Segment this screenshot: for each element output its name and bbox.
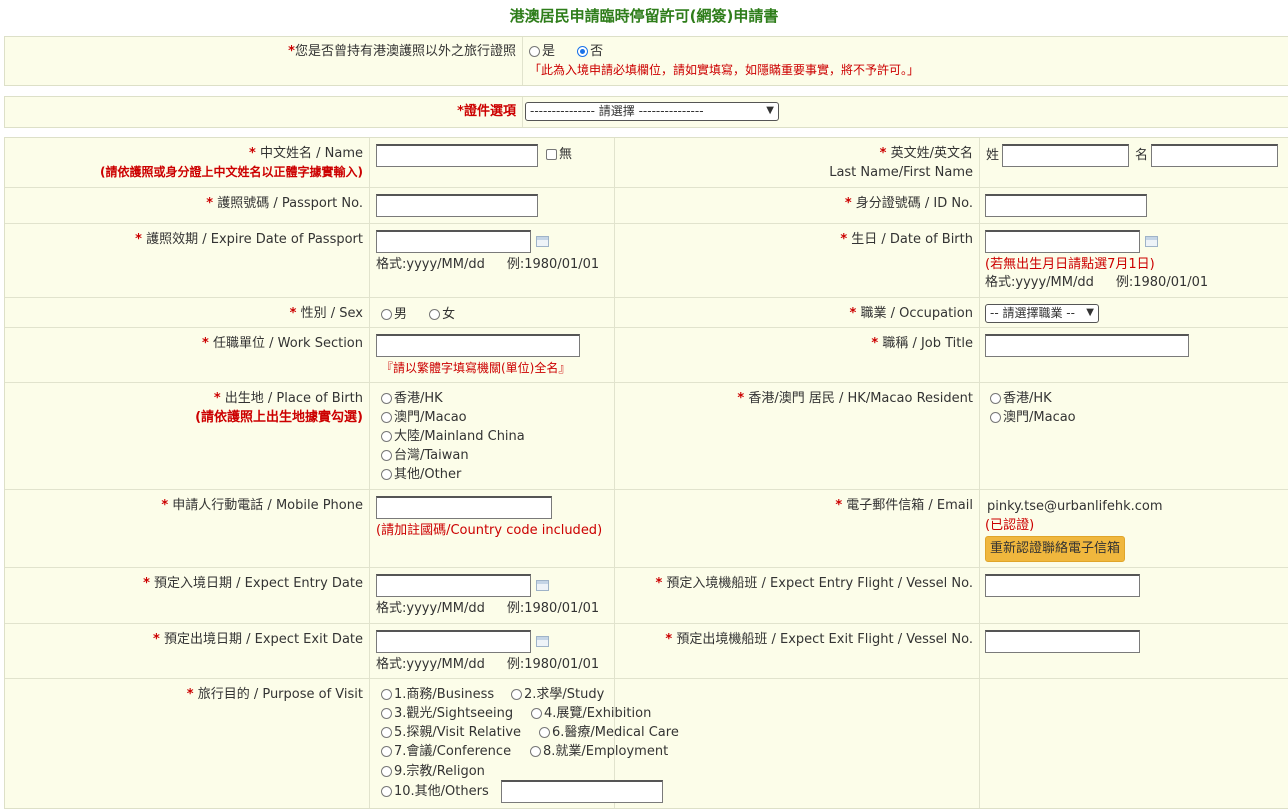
expire-date-input[interactable] — [376, 230, 531, 253]
row-contact: * 申請人行動電話 / Mobile Phone (請加註國碼/Country … — [5, 490, 1288, 568]
calendar-icon[interactable] — [536, 236, 549, 247]
calendar-icon[interactable] — [1145, 236, 1158, 247]
calendar-icon[interactable] — [536, 580, 549, 591]
doc-type-select[interactable]: --------------- 請選擇 ---------------▼ — [525, 102, 779, 121]
expire-label: * 護照效期 / Expire Date of Passport — [135, 232, 363, 247]
other-docs-label: *您是否曾持有港澳護照以外之旅行證照 — [288, 44, 516, 59]
birth-label: * 生日 / Date of Birth — [840, 232, 973, 247]
resident-label: * 香港/澳門 居民 / HK/Macao Resident — [737, 391, 973, 406]
job-label: * 職稱 / Job Title — [871, 336, 973, 351]
work-note: 『請以繁體字填寫機關(單位)全名』 — [381, 361, 571, 375]
page-title: 港澳居民申請臨時停留許可(網簽)申請書 — [509, 7, 779, 25]
mobile-input[interactable] — [376, 496, 552, 519]
row-passport: * 護照號碼 / Passport No. * 身分證號碼 / ID No. — [5, 188, 1288, 224]
exit-date-input[interactable] — [376, 630, 531, 653]
row-dates: * 護照效期 / Expire Date of Passport 格式:yyyy… — [5, 224, 1288, 298]
purpose-option-others[interactable]: 10.其他/Others — [381, 782, 489, 801]
entry-date-input[interactable] — [376, 574, 531, 597]
calendar-icon[interactable] — [536, 636, 549, 647]
pob-option-other[interactable]: 其他/Other — [381, 465, 525, 484]
main-form: * 中文姓名 / Name (請依護照或身分證上中文姓名以正體字據實輸入) 無 … — [4, 137, 1288, 809]
doc-select-label: *證件選項 — [457, 104, 516, 119]
row-exit: * 預定出境日期 / Expect Exit Date 格式:yyyy/MM/d… — [5, 624, 1288, 679]
passport-input[interactable] — [376, 194, 538, 217]
pob-label: * 出生地 / Place of Birth — [213, 391, 363, 406]
id-no-label: * 身分證號碼 / ID No. — [844, 196, 973, 211]
purpose-option-exhibition[interactable]: 4.展覽/Exhibition — [531, 704, 651, 723]
doc-select-section: *證件選項 --------------- 請選擇 --------------… — [4, 96, 1288, 128]
purpose-option-study[interactable]: 2.求學/Study — [511, 685, 604, 704]
sex-label: * 性別 / Sex — [289, 306, 363, 321]
row-name: * 中文姓名 / Name (請依護照或身分證上中文姓名以正體字據實輸入) 無 … — [5, 138, 1288, 188]
job-title-input[interactable] — [985, 334, 1189, 357]
row-work: * 任職單位 / Work Section 『請以繁體字填寫機關(單位)全名』 … — [5, 328, 1288, 383]
name-label: * 中文姓名 / Name — [249, 146, 363, 161]
sex-female-radio[interactable]: 女 — [429, 307, 455, 322]
other-docs-no-radio[interactable]: 否 — [577, 44, 603, 59]
row-pob: * 出生地 / Place of Birth (請依護照上出生地據實勾選) 香港… — [5, 383, 1288, 490]
pob-option-macao[interactable]: 澳門/Macao — [381, 408, 525, 427]
eng-name-label: * 英文姓/英文名 — [879, 146, 973, 161]
row-entry: * 預定入境日期 / Expect Entry Date 格式:yyyy/MM/… — [5, 568, 1288, 624]
pob-option-taiwan[interactable]: 台灣/Taiwan — [381, 446, 525, 465]
chevron-down-icon: ▼ — [766, 105, 774, 116]
first-name-label: 名 — [1135, 148, 1149, 163]
purpose-label: * 旅行目的 / Purpose of Visit — [186, 687, 363, 702]
exit-date-label: * 預定出境日期 / Expect Exit Date — [153, 632, 363, 647]
chevron-down-icon: ▼ — [1086, 307, 1094, 318]
mobile-label: * 申請人行動電話 / Mobile Phone — [161, 498, 363, 513]
purpose-option-business[interactable]: 1.商務/Business — [381, 685, 494, 704]
birth-note: (若無出生月日請點選7月1日) — [985, 257, 1155, 272]
entry-date-label: * 預定入境日期 / Expect Entry Date — [143, 576, 363, 591]
purpose-option-conference[interactable]: 7.會議/Conference — [381, 742, 511, 761]
first-name-input[interactable] — [1151, 144, 1278, 167]
email-label: * 電子郵件信箱 / Email — [835, 498, 973, 513]
birth-date-input[interactable] — [985, 230, 1140, 253]
purpose-option-employment[interactable]: 8.就業/Employment — [530, 742, 668, 761]
other-docs-note: 「此為入境申請必填欄位，請如實填寫，如隱瞞重要事實，將不予許可。」 — [529, 63, 920, 77]
occupation-label: * 職業 / Occupation — [849, 306, 974, 321]
purpose-other-input[interactable] — [501, 780, 663, 803]
last-name-input[interactable] — [1002, 144, 1129, 167]
pob-option-china[interactable]: 大陸/Mainland China — [381, 427, 525, 446]
passport-label: * 護照號碼 / Passport No. — [206, 196, 363, 211]
occupation-select[interactable]: -- 請選擇職業 --▼ — [985, 304, 1099, 323]
row-purpose: * 旅行目的 / Purpose of Visit 1.商務/Business … — [5, 679, 1288, 808]
eng-name-label-en: Last Name/First Name — [829, 165, 973, 180]
email-value: pinky.tse@urbanlifehk.com — [987, 499, 1163, 514]
other-docs-section: *您是否曾持有港澳護照以外之旅行證照 是 否 「此為入境申請必填欄位，請如實填寫… — [4, 36, 1288, 86]
id-no-input[interactable] — [985, 194, 1147, 217]
purpose-option-sightseeing[interactable]: 3.觀光/Sightseeing — [381, 704, 513, 723]
chinese-name-input[interactable] — [376, 144, 538, 167]
resident-option-macao[interactable]: 澳門/Macao — [990, 408, 1076, 427]
mobile-note: (請加註國碼/Country code included) — [376, 523, 603, 538]
pob-note: (請依護照上出生地據實勾選) — [195, 410, 363, 425]
row-sex: * 性別 / Sex 男 女 * 職業 / Occupation -- 請選擇職… — [5, 298, 1288, 328]
no-chinese-name-checkbox[interactable]: 無 — [546, 145, 572, 164]
reverify-email-button[interactable]: 重新認證聯絡電子信箱 — [985, 536, 1126, 562]
other-docs-yes-radio[interactable]: 是 — [529, 44, 555, 59]
entry-flight-label: * 預定入境機船班 / Expect Entry Flight / Vessel… — [655, 576, 973, 591]
purpose-option-religion[interactable]: 9.宗教/Religon — [381, 762, 485, 781]
resident-option-hk[interactable]: 香港/HK — [990, 389, 1076, 408]
exit-flight-input[interactable] — [985, 630, 1140, 653]
purpose-option-visit-relative[interactable]: 5.探親/Visit Relative — [381, 723, 521, 742]
work-label: * 任職單位 / Work Section — [202, 336, 363, 351]
email-status: (已認證) — [985, 518, 1035, 533]
sex-male-radio[interactable]: 男 — [381, 307, 407, 322]
name-note: (請依護照或身分證上中文姓名以正體字據實輸入) — [100, 165, 363, 179]
last-name-label: 姓 — [986, 148, 1000, 163]
entry-flight-input[interactable] — [985, 574, 1140, 597]
exit-flight-label: * 預定出境機船班 / Expect Exit Flight / Vessel … — [665, 632, 973, 647]
purpose-option-medical[interactable]: 6.醫療/Medical Care — [539, 723, 679, 742]
work-section-input[interactable] — [376, 334, 580, 357]
pob-option-hk[interactable]: 香港/HK — [381, 389, 525, 408]
